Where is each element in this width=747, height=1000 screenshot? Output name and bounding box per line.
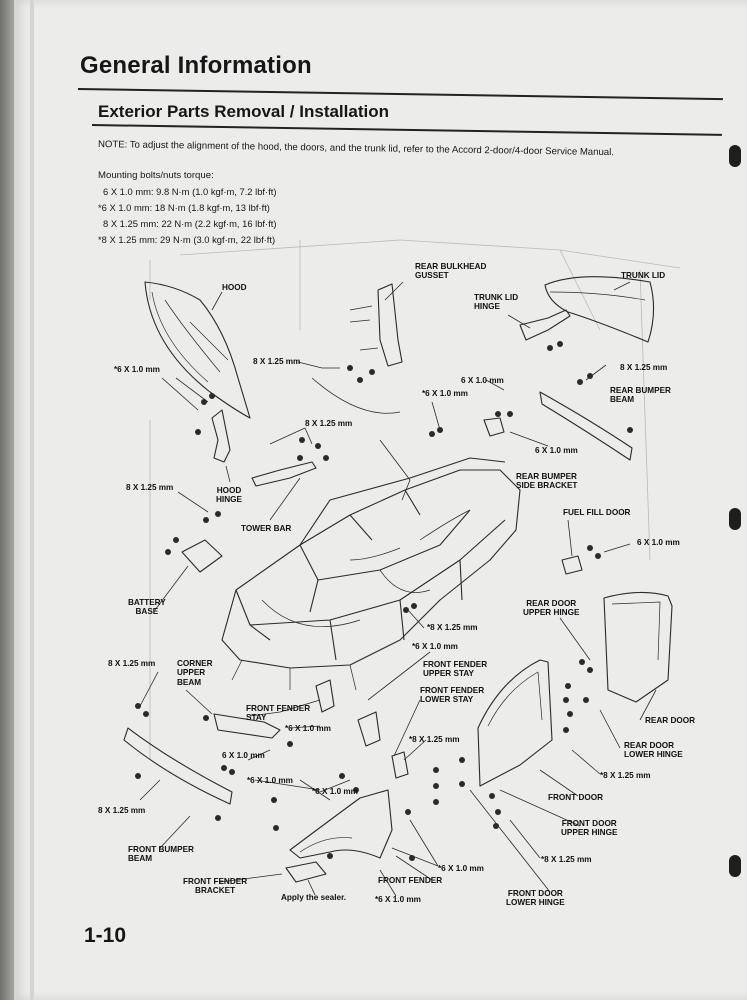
front-fender-lower-stay-shape — [391, 751, 409, 779]
label-corner-upper-beam: CORNER UPPER BEAM — [177, 659, 213, 687]
front-door-shape — [477, 659, 553, 787]
label-bolt-spec: *6 X 1.0 mm — [375, 895, 421, 904]
front-fender-upper-stay-shape — [357, 711, 381, 747]
label-trunk-lid-hinge: TRUNK LID HINGE — [474, 293, 519, 312]
rear-bumper-side-bracket-shape — [483, 417, 505, 437]
label-front-fender-upper-stay: FRONT FENDER UPPER STAY — [423, 660, 488, 679]
label-bolt-spec: *8 X 1.25 mm — [541, 855, 592, 864]
label-hood: HOOD — [222, 283, 247, 292]
binder-hole — [729, 855, 741, 877]
label-rear-bumper-side-bracket: REAR BUMPER SIDE BRACKET — [516, 472, 578, 491]
label-bolt-spec: 8 X 1.25 mm — [620, 363, 668, 372]
label-front-fender-lower-stay: FRONT FENDER LOWER STAY — [420, 686, 485, 705]
label-front-door: FRONT DOOR — [548, 793, 604, 802]
torque-heading: Mounting bolts/nuts torque: — [98, 170, 214, 181]
fuel-fill-door-shape — [561, 555, 583, 575]
battery-base-shape — [181, 539, 223, 573]
label-front-fender-stay: FRONT FENDER STAY — [246, 704, 311, 723]
front-fender-bracket-shape — [285, 861, 327, 883]
label-rear-door-upper-hinge: REAR DOOR UPPER HINGE — [523, 599, 580, 618]
binder-shadow — [0, 0, 14, 1000]
rear-door-shape — [603, 591, 673, 703]
label-front-bumper-beam: FRONT BUMPER BEAM — [128, 845, 194, 864]
label-bolt-spec: 8 X 1.25 mm — [305, 419, 353, 428]
body-shell — [221, 457, 521, 691]
rear-bulkhead-gusset-shape — [377, 283, 403, 367]
page-edge — [30, 0, 34, 1000]
torque-spec: 6 X 1.0 mm: 9.8 N·m (1.0 kgf·m, 7.2 lbf·… — [103, 186, 277, 197]
front-bumper-beam-shape — [123, 727, 233, 805]
front-fender-stay-shape — [315, 679, 335, 713]
label-front-door-lower-hinge: FRONT DOOR LOWER HINGE — [506, 889, 565, 908]
label-bolt-spec: 8 X 1.25 mm — [98, 806, 146, 815]
label-front-door-upper-hinge: FRONT DOOR UPPER HINGE — [561, 819, 618, 838]
tower-bar-shape — [251, 461, 317, 487]
front-fender-shape — [289, 789, 393, 859]
label-front-fender: FRONT FENDER — [378, 876, 443, 885]
label-bolt-spec: 8 X 1.25 mm — [253, 357, 301, 366]
torque-spec: 8 X 1.25 mm: 22 N·m (2.2 kgf·m, 16 lbf·f… — [103, 218, 277, 229]
label-rear-bulkhead-gusset: REAR BULKHEAD GUSSET — [415, 262, 487, 281]
page-subtitle: Exterior Parts Removal / Installation — [98, 102, 389, 121]
label-bolt-spec: *6 X 1.0 mm — [247, 776, 293, 785]
binder-hole — [729, 145, 741, 167]
page-number: 1-10 — [84, 924, 127, 947]
corner-upper-beam-shape — [213, 713, 281, 739]
background-body-outline — [149, 239, 681, 760]
label-bolt-spec: 6 X 1.0 mm — [461, 376, 504, 385]
label-bolt-spec: *6 X 1.0 mm — [412, 642, 458, 651]
label-trunk-lid: TRUNK LID — [621, 271, 666, 280]
label-tower-bar: TOWER BAR — [241, 524, 292, 533]
label-bolt-spec: *8 X 1.25 mm — [409, 735, 460, 744]
label-rear-bumper-beam: REAR BUMPER BEAM — [610, 386, 671, 405]
label-hood-hinge: HOOD HINGE — [216, 486, 242, 505]
torque-spec: *8 X 1.25 mm: 29 N·m (3.0 kgf·m, 22 lbf·… — [98, 234, 276, 245]
label-rear-door: REAR DOOR — [645, 716, 696, 725]
label-bolt-spec: *6 X 1.0 mm — [285, 724, 331, 733]
hood-hinge-shape — [211, 409, 231, 463]
label-apply-sealer: Apply the sealer. — [281, 893, 347, 902]
label-bolt-spec: 8 X 1.25 mm — [126, 483, 174, 492]
trunk-lid-shape — [544, 276, 655, 343]
label-bolt-spec: 8 X 1.25 mm — [108, 659, 156, 668]
label-front-fender-bracket: FRONT FENDER BRACKET — [183, 877, 248, 896]
torque-spec: *6 X 1.0 mm: 18 N·m (1.8 kgf·m, 13 lbf·f… — [98, 202, 270, 213]
binder-hole — [729, 508, 741, 530]
label-bolt-spec: 6 X 1.0 mm — [222, 751, 265, 760]
manual-page — [14, 0, 747, 1000]
hood-outline — [144, 281, 251, 419]
label-bolt-spec: *8 X 1.25 mm — [427, 623, 478, 632]
label-rear-door-lower-hinge: REAR DOOR LOWER HINGE — [624, 741, 683, 760]
label-bolt-spec: *6 X 1.0 mm — [312, 787, 358, 796]
rear-bumper-beam-shape — [539, 391, 633, 461]
label-battery-base: BATTERY BASE — [128, 598, 166, 617]
label-bolt-spec: *6 X 1.0 mm — [114, 365, 160, 374]
label-bolt-spec: *6 X 1.0 mm — [422, 389, 468, 398]
section-title: General Information — [80, 52, 312, 79]
label-bolt-spec: *6 X 1.0 mm — [438, 864, 484, 873]
label-bolt-spec: *8 X 1.25 mm — [600, 771, 651, 780]
label-fuel-fill-door: FUEL FILL DOOR — [563, 508, 631, 517]
label-bolt-spec: 6 X 1.0 mm — [637, 538, 680, 547]
trunk-lid-hinge-shape — [519, 309, 571, 341]
label-bolt-spec: 6 X 1.0 mm — [535, 446, 578, 455]
